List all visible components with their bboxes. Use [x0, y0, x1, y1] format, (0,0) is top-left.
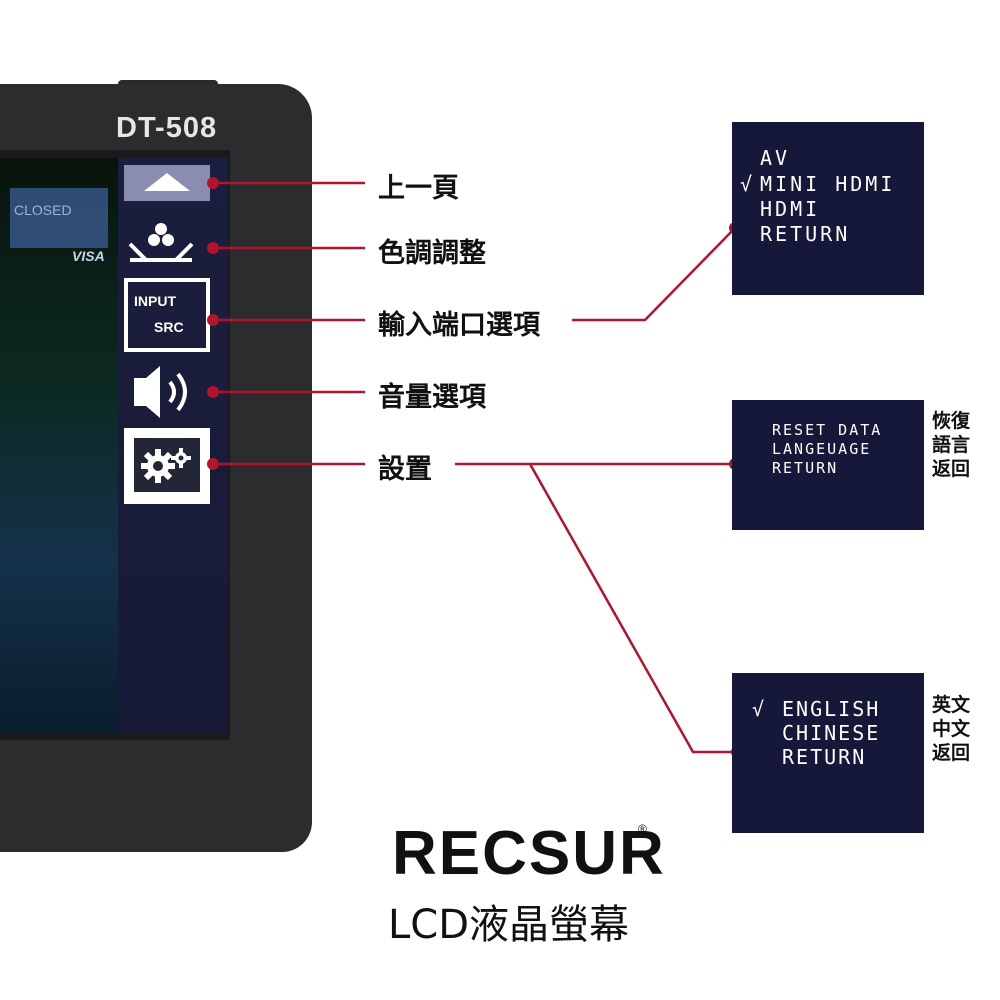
speaker-icon	[134, 366, 187, 418]
screen-sign-text: CLOSED	[14, 202, 72, 218]
color-adjust-button[interactable]	[124, 220, 210, 272]
callout-settings: 設置	[378, 454, 432, 485]
language-menu-item-return[interactable]: RETURN	[782, 745, 867, 769]
input-button-line2: SRC	[154, 319, 184, 335]
page-up-button[interactable]	[124, 165, 210, 201]
language-menu-item-english[interactable]: ENGLISH	[782, 697, 881, 721]
screen-visa-text: VISA	[72, 248, 105, 264]
language-menu-item-chinese[interactable]: CHINESE	[782, 721, 881, 745]
language-note-chinese: 中文	[932, 718, 971, 740]
input-menu-check: √	[740, 172, 753, 196]
input-source-menu-panel	[732, 122, 924, 295]
language-menu-check: √	[752, 697, 765, 721]
input-menu-item-return[interactable]: RETURN	[760, 222, 851, 246]
screen-image	[0, 158, 118, 733]
input-button-line1: INPUT	[134, 293, 176, 309]
settings-note-reset: 恢復	[932, 410, 971, 432]
callout-input-source: 輸入端口選項	[378, 310, 540, 341]
product-title: LCD液晶螢幕	[388, 902, 630, 948]
settings-menu-item-reset[interactable]: RESET DATA	[772, 421, 883, 439]
language-note-english: 英文	[932, 694, 971, 716]
model-label: DT-508	[116, 112, 218, 144]
settings-icon-frame	[134, 438, 200, 492]
input-menu-item-av[interactable]: AV	[760, 146, 791, 170]
callout-volume: 音量選項	[378, 382, 486, 413]
input-source-button[interactable]: INPUT SRC	[124, 278, 210, 352]
volume-button[interactable]	[124, 360, 210, 424]
settings-note-language: 語言	[932, 434, 971, 456]
callout-color-adjust: 色調調整	[378, 238, 486, 269]
input-menu-item-mini-hdmi[interactable]: MINI HDMI	[760, 172, 896, 196]
settings-button[interactable]	[124, 428, 210, 504]
registered-mark: ®	[638, 822, 647, 836]
callout-page-up: 上一頁	[378, 173, 459, 204]
settings-menu-item-language[interactable]: LANGEUAGE	[772, 440, 872, 458]
brand-logo: RECSUR	[392, 819, 666, 888]
gears-icon	[141, 448, 191, 483]
screen-sign-shape	[10, 188, 108, 248]
settings-note-return: 返回	[932, 458, 971, 480]
settings-menu-item-return[interactable]: RETURN	[772, 459, 839, 477]
language-menu-panel	[732, 673, 924, 833]
language-note-return: 返回	[932, 742, 971, 764]
settings-menu-panel	[732, 400, 924, 530]
color-adjust-icon	[128, 223, 194, 262]
input-menu-item-hdmi[interactable]: HDMI	[760, 197, 821, 221]
